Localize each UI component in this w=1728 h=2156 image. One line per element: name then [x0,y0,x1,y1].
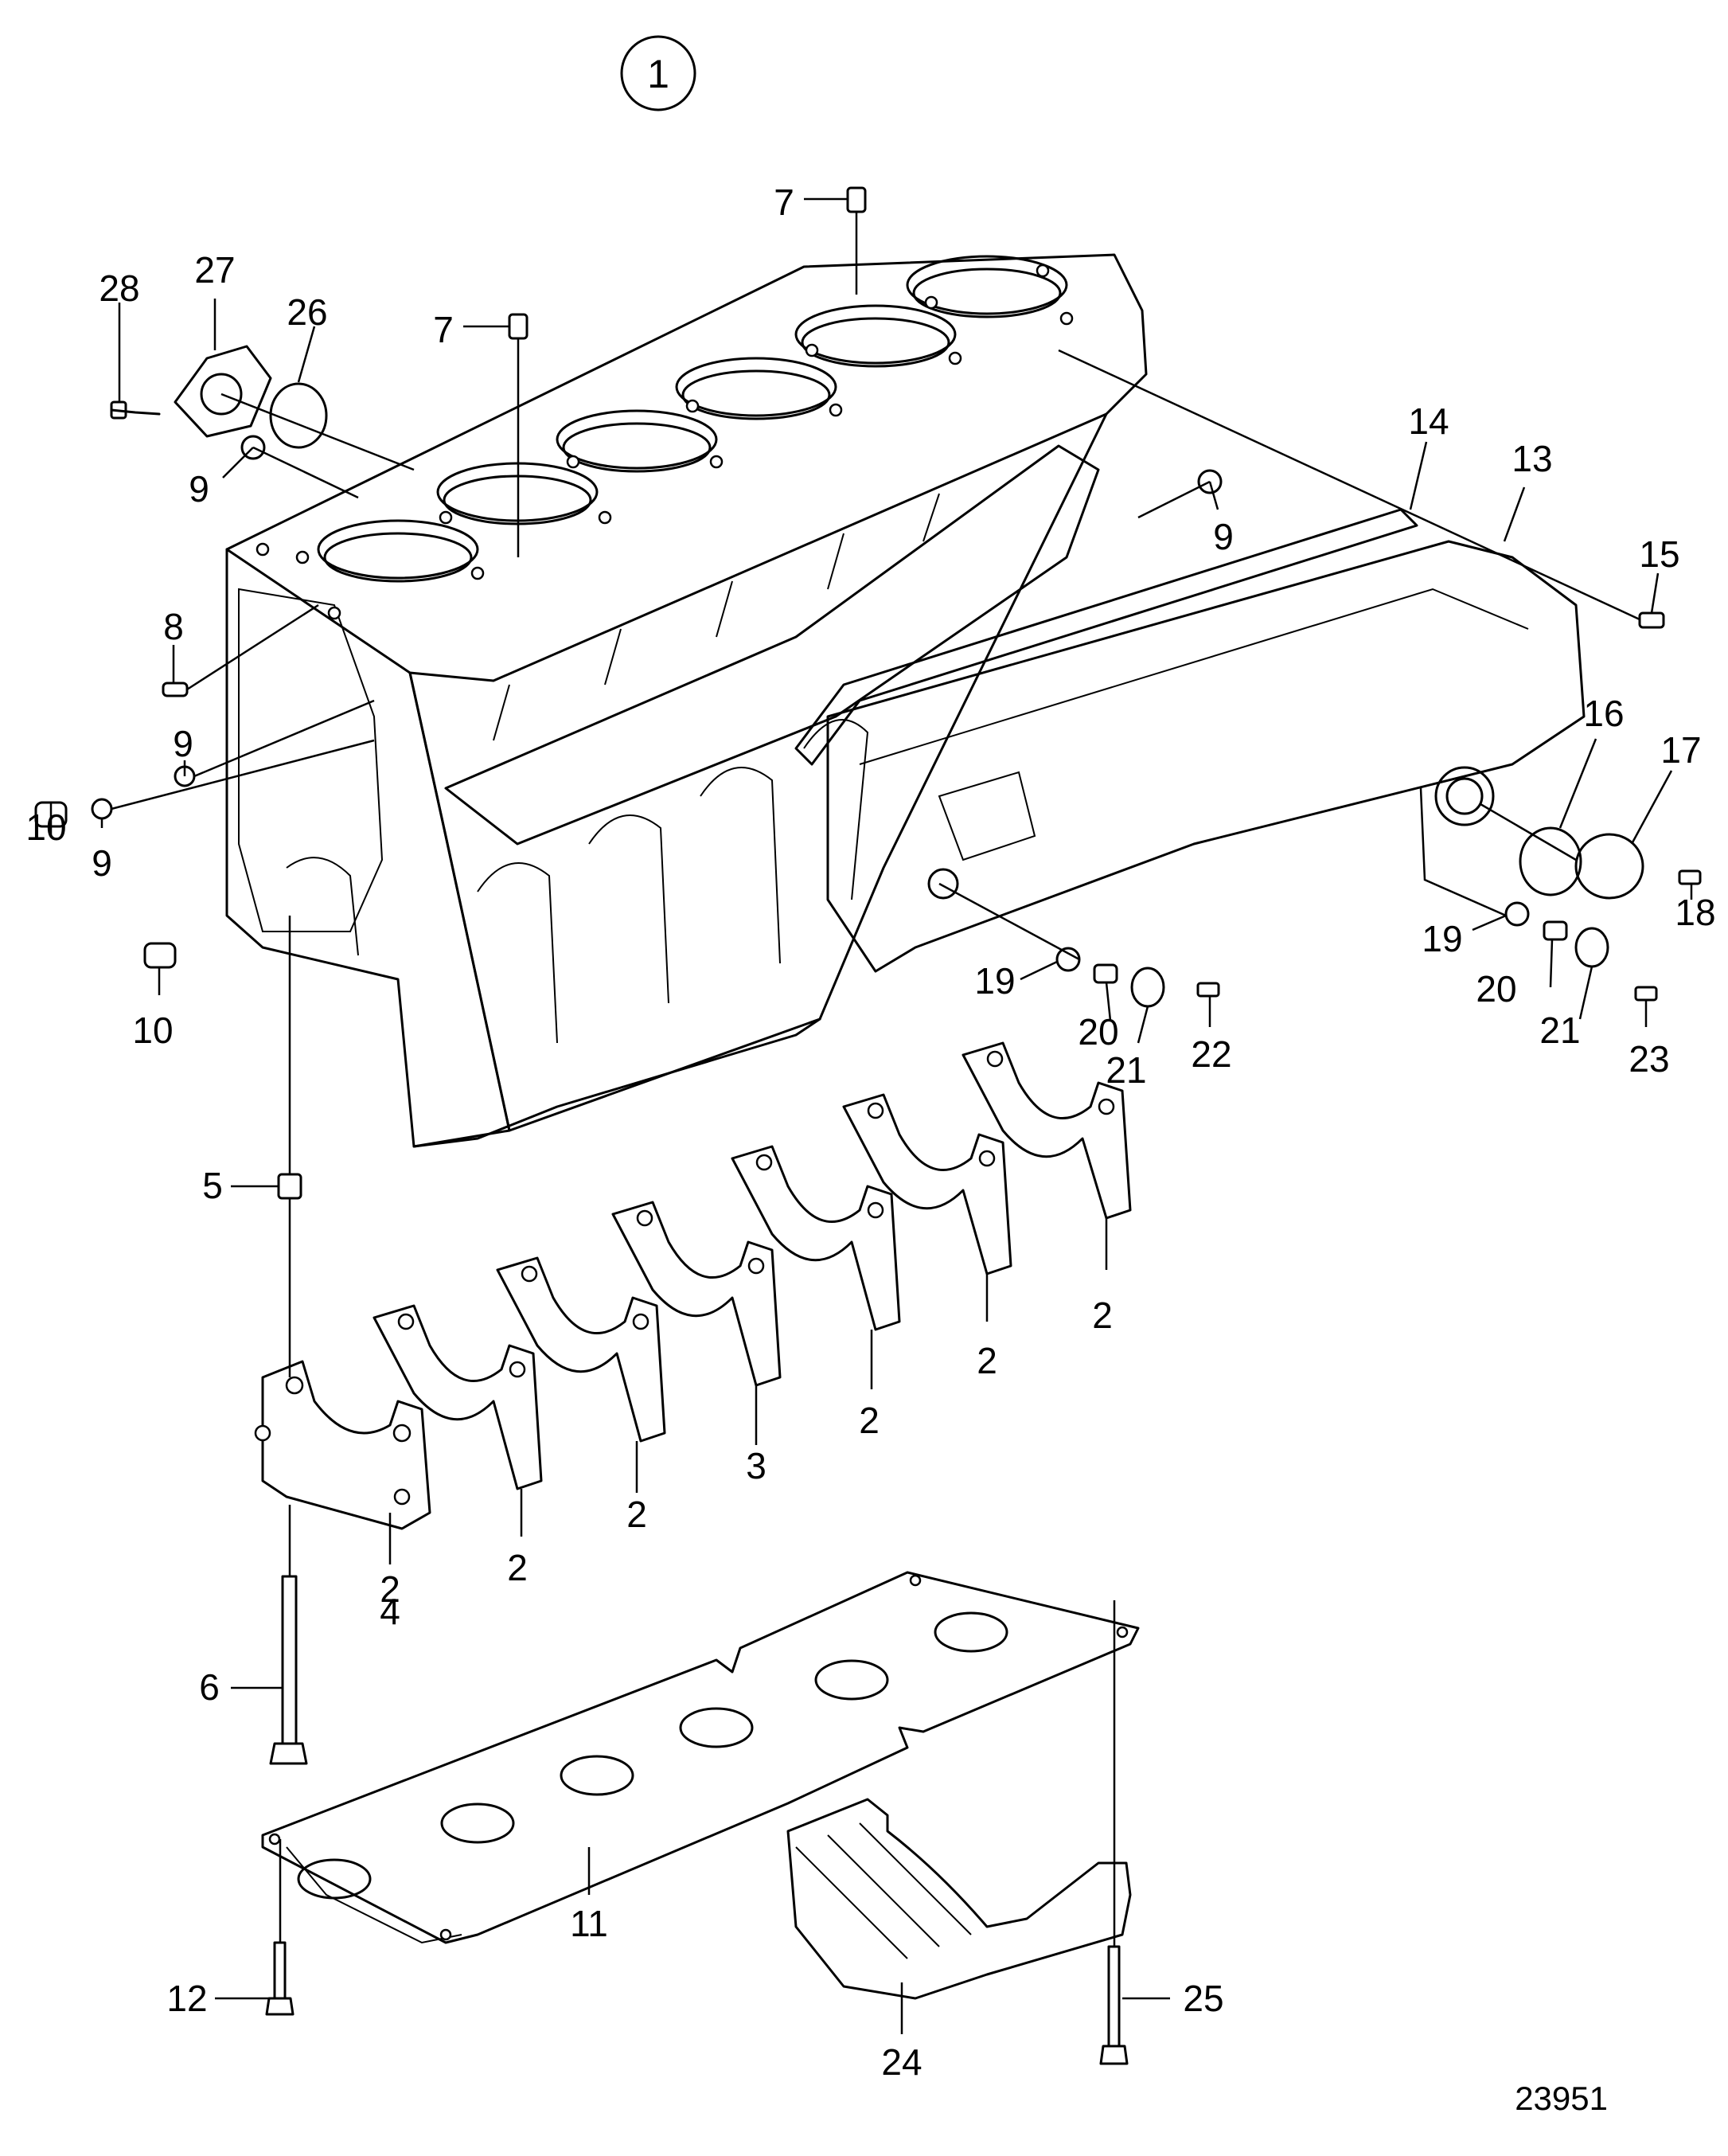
callout-19: 19 [974,960,1015,1002]
callout-14: 14 [1408,400,1449,442]
callout-9: 9 [173,723,193,764]
ladder-frame [261,1571,1140,1944]
callout-17: 17 [1660,729,1701,771]
small-parts [34,186,1702,2065]
callout-15: 15 [1639,533,1679,575]
callout-18: 18 [1675,892,1715,933]
bearing-cap-2 [496,1256,666,1443]
main-bearing-caps [254,1041,1132,1530]
cylinder-block [225,253,1148,1148]
bearing-cap-4 [254,1360,431,1530]
side-cover [826,540,1586,973]
callout-21: 21 [1539,1010,1580,1051]
callout-7: 7 [774,182,794,223]
callout-2: 2 [977,1340,997,1381]
cylinder-bores [317,255,1068,583]
callout-9: 9 [1213,516,1234,557]
callout-4: 4 [380,1591,400,1632]
drawing-number: 23951 [1515,2080,1608,2117]
callout-21: 21 [1106,1049,1146,1091]
rear-main-bearing-cap [786,1798,1132,2000]
bearing-cap-3 [611,1201,782,1387]
callout-26: 26 [287,291,327,333]
callout-20: 20 [1476,968,1516,1010]
callout-27: 27 [194,249,235,291]
svg-text:1: 1 [647,52,669,96]
callout-9: 9 [92,842,112,884]
leader-lines [49,197,1693,2034]
callout-5: 5 [202,1165,223,1206]
callout-10: 10 [132,1010,173,1051]
callout-25: 25 [1183,1978,1223,2019]
callout-28: 28 [99,268,139,309]
bearing-cap-2 [373,1304,543,1490]
callout-20: 20 [1078,1011,1118,1053]
callout-3: 3 [746,1445,766,1486]
bearing-cap-2 [842,1093,1012,1275]
callout-2: 2 [1092,1295,1113,1336]
callout-6: 6 [199,1666,220,1708]
callout-2: 2 [626,1494,647,1535]
callout-23: 23 [1629,1038,1669,1080]
group-badge: 1 [620,35,696,111]
bearing-cap-2 [731,1145,901,1331]
callout-13: 13 [1512,438,1552,479]
callout-12: 12 [166,1978,207,2019]
callout-2: 2 [859,1400,880,1441]
callout-2: 2 [507,1547,528,1588]
callout-8: 8 [163,606,184,647]
callout-16: 16 [1583,693,1624,734]
callout-10: 10 [25,807,66,848]
side-cover-gasket [794,508,1418,766]
callout-2: 2 [380,1568,400,1610]
callout-22: 22 [1191,1033,1231,1075]
callout-11: 11 [570,1903,608,1944]
deck-bolt-holes [255,264,1074,620]
callout-labels: 28 27 26 9 7 7 9 14 13 15 8 9 10 9 10 16… [25,182,1715,2083]
callout-7: 7 [433,309,454,350]
callout-19: 19 [1422,918,1462,959]
bearing-cap-2 [962,1041,1132,1220]
callout-9: 9 [189,468,209,510]
callout-24: 24 [881,2041,922,2083]
